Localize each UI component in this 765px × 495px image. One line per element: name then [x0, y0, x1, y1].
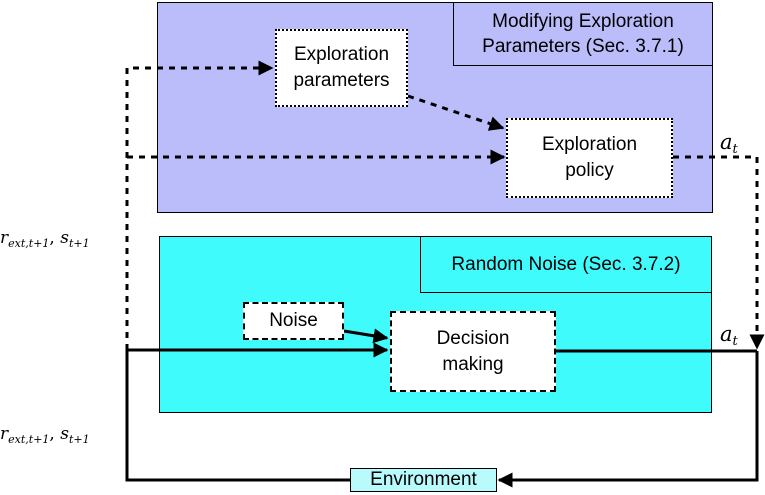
- modifying-exploration-title: Modifying Exploration Parameters (Sec. 3…: [453, 2, 713, 66]
- action-a: a: [720, 322, 733, 346]
- feedback-r: r: [0, 228, 9, 248]
- feedback-s-sub: t+1: [68, 433, 90, 446]
- environment-feedback-line: [125, 350, 350, 482]
- feedback-sep: ,: [49, 228, 61, 248]
- exploration-policy-line2: policy: [565, 160, 614, 181]
- feedback-label-bottom: rext,t+1, st+1: [0, 424, 90, 446]
- parameters-to-policy-arrow: [407, 94, 505, 131]
- exploration-parameters-node: Exploration parameters: [275, 29, 408, 107]
- random-noise-title: Random Noise (Sec. 3.7.2): [420, 236, 712, 293]
- noise-to-decision-arrow: [343, 328, 389, 344]
- action-label-top: at: [720, 130, 738, 157]
- action-sub: t: [732, 334, 738, 349]
- noise-label: Noise: [269, 310, 318, 331]
- noise-node: Noise: [243, 302, 344, 340]
- decision-line2: making: [442, 353, 504, 375]
- feedback-sep: ,: [49, 424, 61, 444]
- feedback-r: r: [0, 424, 9, 444]
- decision-line1: Decision: [436, 327, 510, 349]
- random-noise-title-text: Random Noise (Sec. 3.7.2): [451, 254, 681, 275]
- feedback-s: s: [60, 424, 69, 444]
- exploration-policy-line1: Exploration: [541, 134, 638, 155]
- exploration-parameters-line1: Exploration: [293, 44, 390, 65]
- decision-making-node: Decision making: [390, 311, 556, 392]
- action-label-bottom: at: [720, 322, 738, 349]
- feedback-r-sub: ext,t+1: [8, 433, 50, 446]
- environment-label: Environment: [370, 469, 477, 490]
- environment-node: Environment: [350, 468, 497, 492]
- modifying-title-line2: Parameters (Sec. 3.7.1): [482, 36, 684, 57]
- action-sub: t: [732, 142, 738, 157]
- feedback-to-parameters-arrow: [125, 60, 274, 350]
- feedback-r-sub: ext,t+1: [8, 237, 50, 250]
- feedback-label-top: rext,t+1, st+1: [0, 228, 90, 250]
- feedback-s: s: [60, 228, 69, 248]
- exploration-parameters-line2: parameters: [293, 70, 390, 91]
- feedback-s-sub: t+1: [68, 237, 90, 250]
- policy-action-arrow: [673, 155, 765, 350]
- action-to-environment-arrow: [497, 351, 759, 488]
- action-a: a: [720, 130, 733, 154]
- modifying-title-line1: Modifying Exploration: [492, 11, 674, 32]
- exploration-policy-node: Exploration policy: [506, 118, 673, 198]
